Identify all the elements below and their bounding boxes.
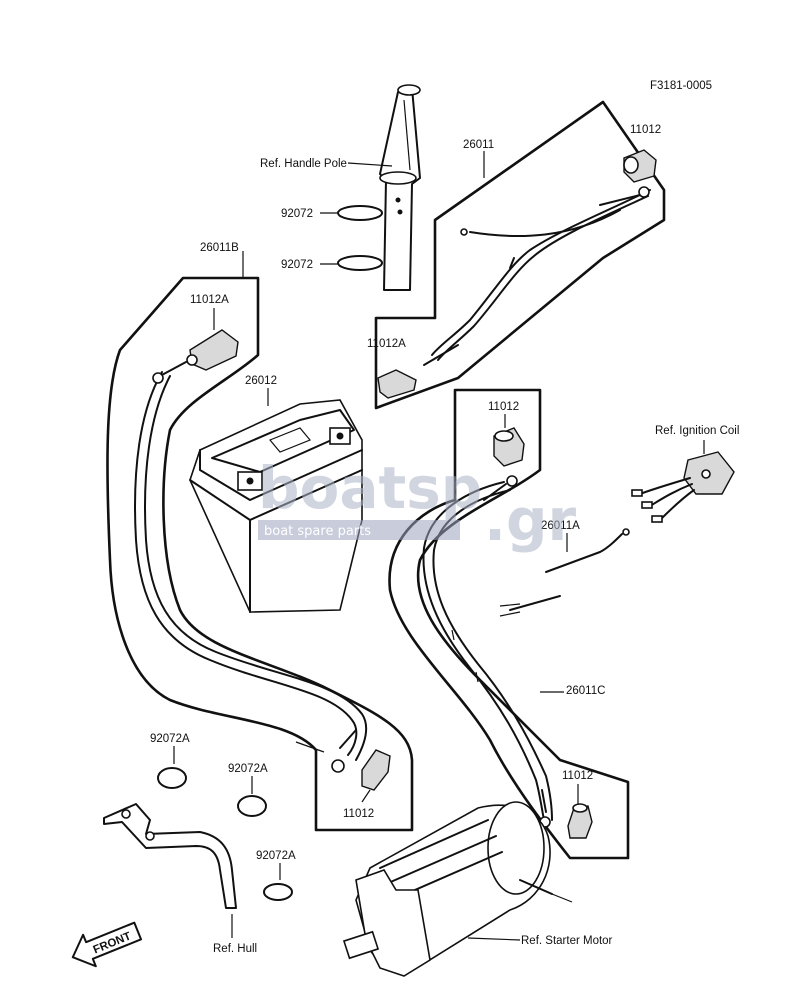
terminal-cap-upper [623, 149, 657, 183]
watermark-brand: boatsp [258, 454, 482, 522]
clamp-92072A-2 [237, 795, 267, 817]
watermark-band [258, 520, 460, 540]
label-26011B: 26011B [200, 242, 239, 254]
clamp-92072A-3 [263, 883, 293, 901]
label-ref-hull: Ref. Hull [213, 943, 257, 955]
watermark-suffix: .gr [484, 486, 577, 554]
label-26011A: 26011A [541, 520, 580, 532]
label-11012-right-bottom: 11012 [562, 770, 593, 782]
label-11012-left-bottom: 11012 [343, 808, 374, 820]
figure-code: F3181-0005 [650, 80, 712, 92]
label-11012A-upper: 11012A [367, 338, 406, 350]
label-11012-upper: 11012 [630, 124, 661, 136]
hull-bracket [103, 803, 237, 909]
leader-line [467, 937, 521, 941]
cable-26011B [134, 361, 368, 773]
label-92072-lower: 92072 [281, 259, 313, 271]
terminal-boot-left [186, 329, 239, 371]
label-92072-upper: 92072 [281, 208, 313, 220]
clamp-92072A-1 [157, 767, 187, 789]
battery [189, 399, 363, 613]
clamp-92072-lower [337, 255, 383, 271]
label-handle-pole: Ref. Handle Pole [260, 158, 347, 170]
lead-26011A [499, 528, 630, 617]
watermark-tagline: boat spare parts [264, 524, 371, 539]
terminal-boot-upper [377, 369, 417, 399]
front-arrow-icon: FRONT [71, 921, 143, 968]
label-11012A-left: 11012A [190, 294, 229, 306]
label-26011: 26011 [463, 139, 494, 151]
terminal-cap-left-bottom [361, 749, 391, 791]
label-ref-starter-motor: Ref. Starter Motor [521, 935, 613, 947]
watermark-logo: boatsp .gr boat spare parts [258, 454, 577, 554]
leader-line [347, 162, 393, 167]
terminal-cap-right-bottom [567, 803, 593, 839]
label-ignition-coil: Ref. Ignition Coil [655, 425, 739, 437]
terminal-cap-middle [493, 427, 525, 467]
group-outline-26011B [106, 276, 414, 832]
label-26012: 26012 [245, 375, 277, 387]
front-label: FRONT [92, 930, 133, 956]
clamp-92072-upper [337, 205, 383, 221]
group-outline-26011 [374, 100, 666, 410]
ignition-coil [631, 451, 735, 523]
leader-line [361, 789, 371, 803]
label-92072A-3: 92072A [256, 850, 296, 862]
label-11012-middle: 11012 [488, 401, 519, 413]
label-92072A-1: 92072A [150, 733, 190, 745]
label-26011C: 26011C [566, 685, 605, 697]
label-92072A-2: 92072A [228, 763, 268, 775]
starter-motor [342, 801, 573, 977]
cable-26011 [423, 186, 651, 366]
handle-pole [379, 84, 421, 291]
